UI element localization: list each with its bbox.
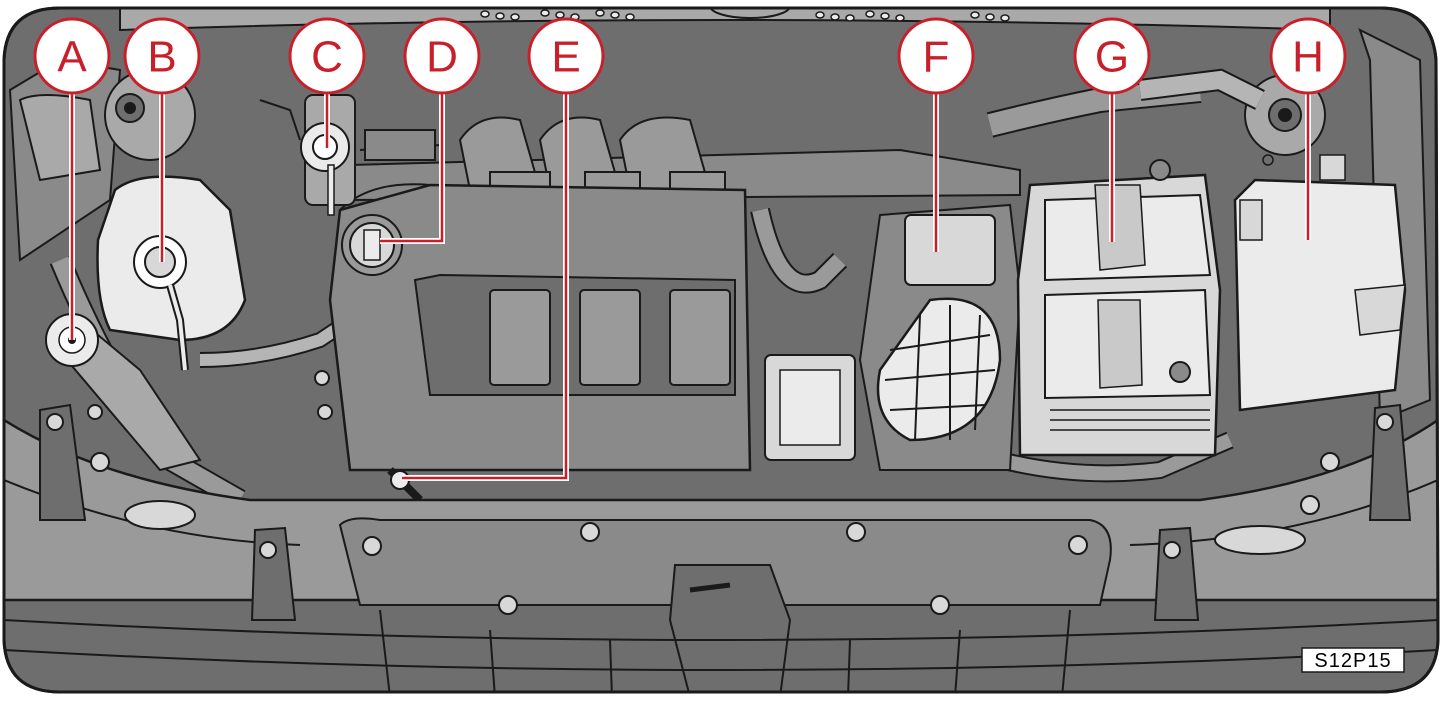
bolts: [87, 370, 1340, 615]
callout-d: D: [403, 17, 481, 95]
callout-b-label: B: [147, 33, 176, 82]
callout-g-label: G: [1095, 33, 1129, 82]
brake-booster-lines: [259, 99, 441, 161]
callout-a: A: [33, 17, 111, 95]
callout-a-label: A: [57, 33, 87, 82]
figure-code-text: S12P15: [1314, 650, 1391, 672]
callout-e-label: E: [551, 33, 580, 82]
callout-g: G: [1073, 17, 1151, 95]
fuse-box: [1233, 154, 1407, 412]
hood-latch: [668, 564, 792, 692]
battery: [1016, 159, 1222, 457]
callout-h: H: [1269, 17, 1347, 95]
callout-d-label: D: [426, 33, 458, 82]
engine-cover: [328, 183, 752, 472]
air-cleaner: [858, 203, 1022, 471]
oil-filler-cap: [341, 214, 403, 276]
callout-e: E: [527, 17, 605, 95]
frame-outline: [2, 6, 1440, 694]
radiator-support: [4, 417, 1438, 606]
callout-f: F: [897, 17, 975, 95]
leader-lines: [69, 92, 1311, 481]
callout-c-label: C: [311, 33, 343, 82]
lower-grille: [4, 609, 1438, 692]
callout-b: B: [123, 17, 201, 95]
throttle-body: [764, 354, 856, 461]
callout-f-label: F: [923, 33, 950, 82]
figure-code: S12P15: [1301, 647, 1405, 673]
hood-stops: [39, 403, 1412, 621]
callout-c: C: [288, 17, 366, 95]
hood-stop-bolts: [46, 413, 1394, 559]
callout-h-label: H: [1292, 33, 1324, 82]
hood-vents: [480, 9, 1010, 22]
